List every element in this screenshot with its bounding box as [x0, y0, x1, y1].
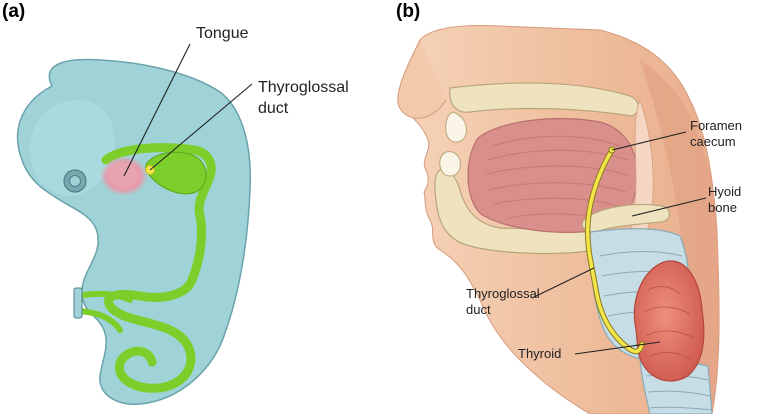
nose	[397, 39, 447, 119]
hyoid-bone-label-line2: bone	[708, 200, 737, 215]
upper-teeth	[445, 111, 467, 143]
embryo-tongue-core	[108, 162, 136, 186]
hyoid-bone-label-line1: Hyoid	[708, 184, 741, 199]
panel-b-label: (b)	[396, 1, 420, 22]
tongue-muscle-fibers	[485, 135, 631, 221]
panel-b: (b)	[396, 1, 742, 414]
foramen-caecum-label-line1: Foramen	[690, 118, 742, 133]
foramen-caecum-label-line2: caecum	[690, 134, 736, 149]
thyroid-leader	[574, 341, 661, 355]
panel-a-label: (a)	[2, 1, 25, 22]
thyroglossal-duct-leader-b	[531, 267, 595, 299]
thyroglossal-duct-leader-a	[149, 83, 253, 171]
hyoid-bone-leader	[631, 197, 707, 217]
thyroglossal-duct-label-a-line1: Thyroglossal	[258, 79, 349, 96]
thyroglossal-duct-path-fill	[585, 148, 644, 354]
lower-teeth	[439, 151, 461, 177]
embryo-head-shade	[30, 100, 115, 196]
thyroglossal-duct-label-b-line1: Thyroglossal	[466, 286, 540, 301]
thyroid-label: Thyroid	[518, 346, 561, 361]
thyroglossal-duct-label-b-line2: duct	[466, 302, 491, 317]
embryo-branchial-box	[73, 287, 83, 319]
panel-a: (a) Tongue Thyroglossal duct	[2, 1, 349, 405]
embryo-branchial-arch	[75, 308, 123, 333]
tongue-label: Tongue	[196, 25, 249, 42]
thyroid-lobules	[643, 286, 695, 361]
thyroid-gland	[633, 260, 705, 382]
thyroglossal-duct-label-a-line2: duct	[258, 100, 289, 117]
hard-palate	[449, 82, 640, 117]
foramen-caecum-leader	[611, 131, 687, 151]
embryo-eye-inner	[69, 175, 81, 187]
embryo-branchial-arch	[75, 290, 133, 303]
tongue-leader	[123, 43, 191, 177]
